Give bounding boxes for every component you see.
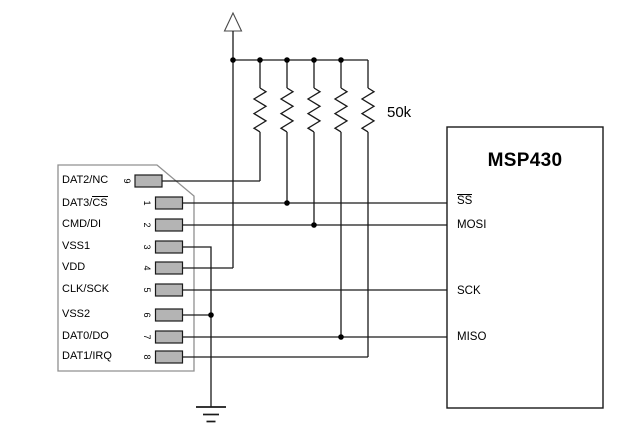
- mcu-pin-label-mosi: MOSI: [457, 219, 487, 231]
- resistor-r3: [306, 60, 322, 225]
- junction-dot: [338, 334, 344, 340]
- junction-dot: [311, 57, 317, 63]
- mcu-pin-label-ss: SS: [457, 194, 473, 208]
- sd-pin-label-cmd: CMD/DI: [62, 218, 102, 230]
- sd-pad-dat0: [154, 330, 184, 344]
- mcu-pin-label-sck: SCK: [457, 285, 481, 297]
- sd-pad-clk: [154, 283, 184, 297]
- sd-pad-vss2: [154, 308, 184, 322]
- sd-pads: [134, 174, 184, 364]
- sd-pin-label-dat3-prefix: DAT3/: [62, 197, 93, 209]
- sd-pad-dat2: [134, 174, 163, 188]
- sd-pin-label-dat3-overline: CS: [92, 196, 108, 209]
- sd-pin-number-8: 8: [142, 354, 152, 360]
- sd-card-outline: [57, 164, 195, 372]
- sd-pin-number-4: 4: [142, 265, 152, 271]
- resistor-r5: [360, 60, 376, 357]
- junction-dot: [338, 57, 344, 63]
- sd-pin-number-2: 2: [142, 222, 152, 228]
- sd-pin-number-9: 9: [122, 178, 132, 184]
- junction-dot: [208, 312, 214, 318]
- wire-vss1-to-ground: [183, 246, 212, 407]
- sd-pin-number-5: 5: [142, 287, 152, 293]
- sd-pin-label-vss1: VSS1: [62, 240, 91, 252]
- sd-pin-label-dat3: DAT3/CS: [62, 196, 108, 210]
- sd-pin-label-dat2: DAT2/NC: [62, 174, 109, 186]
- resistor-r4: [333, 60, 349, 337]
- sd-pad-dat3: [154, 196, 184, 210]
- sd-pin-number-7: 7: [142, 334, 152, 340]
- msp430-title: MSP430: [487, 150, 563, 171]
- sd-pin-number-1: 1: [142, 200, 152, 206]
- sd-pad-vss1: [154, 240, 184, 254]
- sd-pin-label-vss2: VSS2: [62, 308, 91, 320]
- junction-dot: [230, 57, 236, 63]
- junction-dot: [311, 222, 317, 228]
- sd-pin-number-6: 6: [142, 312, 152, 318]
- msp430-box: [446, 126, 604, 409]
- sd-pin-label-vdd: VDD: [62, 261, 86, 273]
- sd-pin-number-3: 3: [142, 244, 152, 250]
- junction-dot: [257, 57, 263, 63]
- mcu-pin-label-ss-overline: SS: [457, 194, 473, 207]
- sd-pin-label-dat1: DAT1/IRQ: [62, 350, 112, 362]
- resistor-r2: [279, 60, 295, 203]
- resistor-r1: [252, 60, 268, 181]
- sd-pad-cmd: [154, 218, 184, 232]
- sd-pad-dat1: [154, 350, 184, 364]
- junction-dots: [208, 57, 344, 340]
- junction-dot: [284, 200, 290, 206]
- junction-dot: [284, 57, 290, 63]
- power-triangle-icon: [223, 11, 243, 32]
- resistor-value-label: 50k: [387, 104, 412, 121]
- sd-pin-label-clk: CLK/SCK: [62, 283, 110, 295]
- sd-pad-vdd: [154, 261, 184, 275]
- sd-pin-label-dat0: DAT0/DO: [62, 330, 109, 342]
- ground-icon: [196, 406, 226, 423]
- mcu-pin-label-miso: MISO: [457, 331, 487, 343]
